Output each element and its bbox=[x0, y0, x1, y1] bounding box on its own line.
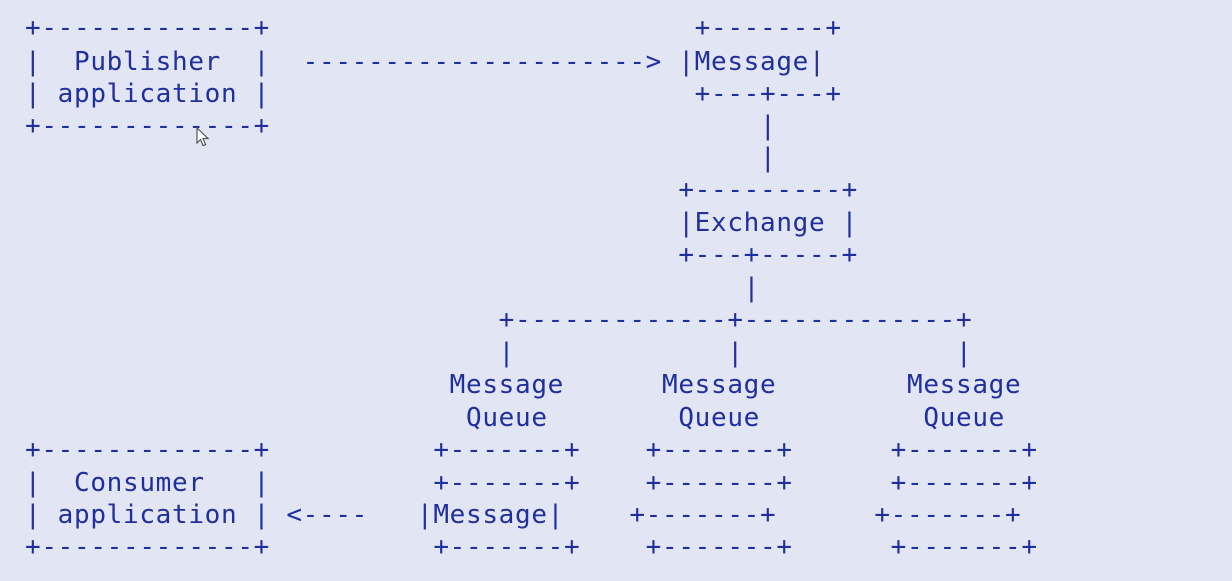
diagram-line-11: | | | bbox=[25, 338, 973, 368]
diagram-line-9: | bbox=[25, 273, 760, 303]
mouse-pointer-icon bbox=[196, 127, 210, 147]
diagram-line-5: | bbox=[25, 143, 777, 173]
diagram-line-10: +-------------+-------------+ bbox=[25, 305, 973, 335]
diagram-line-14: +-------------+ +-------+ +-------+ +---… bbox=[25, 435, 1038, 465]
diagram-line-6: +---------+ bbox=[25, 175, 858, 205]
diagram-line-4: +-------------+ | bbox=[25, 111, 777, 141]
diagram-line-1: +-------------+ +-------+ bbox=[25, 13, 842, 43]
diagram-line-3: | application | +---+---+ bbox=[25, 79, 842, 109]
diagram-line-2: | Publisher | ---------------------> |Me… bbox=[25, 47, 826, 77]
diagram-line-12: Message Message Message bbox=[25, 370, 1022, 400]
diagram-line-17: +-------------+ +-------+ +-------+ +---… bbox=[25, 532, 1038, 562]
diagram-line-16: | application | <---- |Message| +-------… bbox=[25, 500, 1022, 530]
diagram-line-8: +---+-----+ bbox=[25, 240, 858, 270]
diagram-line-15: | Consumer | +-------+ +-------+ +------… bbox=[25, 468, 1038, 498]
diagram-line-7: |Exchange | bbox=[25, 208, 858, 238]
diagram-line-13: Queue Queue Queue bbox=[25, 403, 1005, 433]
